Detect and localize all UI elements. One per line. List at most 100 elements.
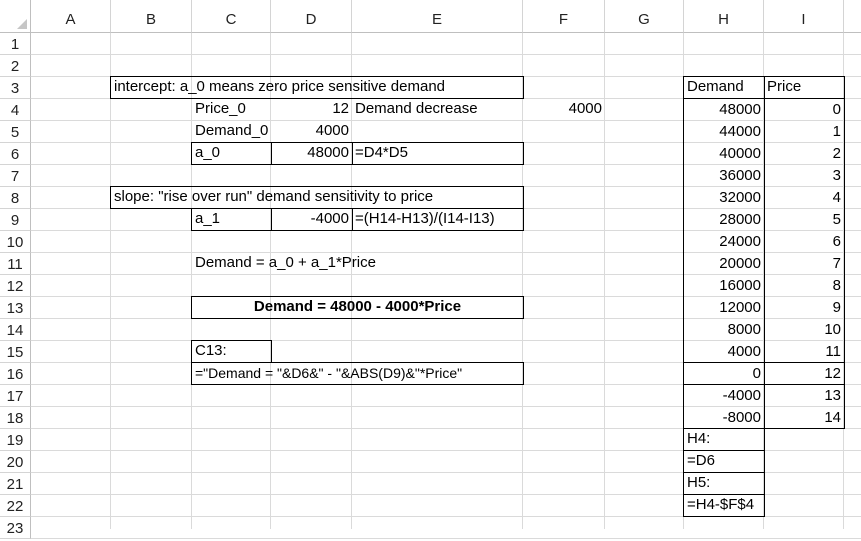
cell-C11-equation-general[interactable]: Demand = a_0 + a_1*Price: [195, 254, 376, 271]
gridline-horizontal: [31, 516, 861, 517]
row-header-14[interactable]: 14: [0, 319, 31, 341]
table-price-cell[interactable]: 13: [824, 387, 841, 404]
cell-E9-a1-formula[interactable]: =(H14-H13)/(I14-I13): [355, 210, 495, 227]
gridline-horizontal: [31, 450, 861, 451]
table-demand-cell[interactable]: 24000: [719, 233, 761, 250]
table-demand-cell[interactable]: 16000: [719, 277, 761, 294]
row-header-6[interactable]: 6: [0, 143, 31, 165]
table-demand-cell[interactable]: -4000: [722, 387, 761, 404]
row-header-20[interactable]: 20: [0, 451, 31, 473]
cell-C9-a1-label[interactable]: a_1: [195, 210, 221, 227]
table-price-cell[interactable]: 0: [832, 101, 841, 118]
table-price-cell[interactable]: 4: [832, 189, 841, 206]
gridline-vertical: [843, 33, 844, 529]
gridline-horizontal: [31, 538, 861, 539]
table-price-cell[interactable]: 3: [832, 167, 841, 184]
cell-C4-price0-label[interactable]: Price_0: [195, 100, 246, 117]
table-demand-cell[interactable]: 0: [752, 365, 761, 382]
cell-C6-a0-label[interactable]: a_0: [195, 144, 221, 161]
column-header-F[interactable]: F: [523, 0, 605, 33]
cell-D5-demand0-value[interactable]: 4000: [315, 122, 349, 139]
cell-C16-c13-formula[interactable]: ="Demand = "&D6&" - "&ABS(D9)&"*Price": [195, 365, 463, 381]
column-header-G[interactable]: G: [605, 0, 684, 33]
cell-H22-h5-formula[interactable]: =H4-$F$4: [687, 496, 755, 513]
cell-D4-price0-value[interactable]: 12: [332, 100, 349, 117]
table-demand-cell[interactable]: 44000: [719, 123, 761, 140]
table-price-cell[interactable]: 8: [832, 277, 841, 294]
cell-C13-equation-result[interactable]: Demand = 48000 - 4000*Price: [253, 298, 462, 315]
table-demand-cell[interactable]: 40000: [719, 145, 761, 162]
select-all-triangle-icon: [17, 19, 27, 29]
cell-B8-slope-heading[interactable]: slope: "rise over run" demand sensitivit…: [114, 188, 434, 205]
table-price-cell[interactable]: 10: [824, 321, 841, 338]
row-header-16[interactable]: 16: [0, 363, 31, 385]
row-header-1[interactable]: 1: [0, 33, 31, 55]
table-price-cell[interactable]: 2: [832, 145, 841, 162]
row-header-15[interactable]: 15: [0, 341, 31, 363]
cell-D6-a0-value[interactable]: 48000: [307, 144, 349, 161]
table-price-cell[interactable]: 12: [824, 365, 841, 382]
row-header-22[interactable]: 22: [0, 495, 31, 517]
row-header-18[interactable]: 18: [0, 407, 31, 429]
table-demand-cell[interactable]: 48000: [719, 101, 761, 118]
column-header-H[interactable]: H: [684, 0, 764, 33]
table-price-cell[interactable]: 11: [825, 343, 841, 360]
table-demand-cell[interactable]: -8000: [722, 409, 761, 426]
gridline-vertical: [604, 33, 605, 529]
column-header-B[interactable]: B: [111, 0, 192, 33]
table-price-cell[interactable]: 7: [832, 255, 841, 272]
row-header-5[interactable]: 5: [0, 121, 31, 143]
cell-F4-demand-decrease-value[interactable]: 4000: [568, 100, 602, 117]
row-header-11[interactable]: 11: [0, 253, 31, 275]
cell-D9-a1-value[interactable]: -4000: [310, 210, 349, 227]
row-header-19[interactable]: 19: [0, 429, 31, 451]
cell-C5-demand0-label[interactable]: Demand_0: [195, 122, 269, 139]
gridline-vertical: [351, 33, 352, 529]
gridline-horizontal: [31, 340, 861, 341]
cell-E4-demand-decrease-label[interactable]: Demand decrease: [355, 100, 478, 117]
column-header-C[interactable]: C: [192, 0, 271, 33]
table-price-cell[interactable]: 6: [832, 233, 841, 250]
row-header-2[interactable]: 2: [0, 55, 31, 77]
cell-H20-h4-formula[interactable]: =D6: [687, 452, 715, 469]
table-price-cell[interactable]: 5: [832, 211, 841, 228]
gridline-horizontal: [31, 472, 861, 473]
column-header-A[interactable]: A: [31, 0, 111, 33]
table-price-cell[interactable]: 9: [832, 299, 841, 316]
cell-B3-intercept-heading[interactable]: intercept: a_0 means zero price sensitiv…: [114, 78, 446, 95]
row-header-21[interactable]: 21: [0, 473, 31, 495]
table-price-cell[interactable]: 14: [824, 409, 841, 426]
cell-H3-demand-header[interactable]: Demand: [687, 78, 744, 95]
row-header-12[interactable]: 12: [0, 275, 31, 297]
row-header-13[interactable]: 13: [0, 297, 31, 319]
select-all-corner[interactable]: [0, 0, 31, 33]
cell-I3-price-header[interactable]: Price: [767, 78, 802, 95]
table-price-cell[interactable]: 1: [832, 123, 841, 140]
row-header-10[interactable]: 10: [0, 231, 31, 253]
cell-E6-a0-formula[interactable]: =D4*D5: [355, 144, 408, 161]
row-header-3[interactable]: 3: [0, 77, 31, 99]
column-header-I[interactable]: I: [764, 0, 844, 33]
gridline-horizontal: [31, 428, 861, 429]
row-header-23[interactable]: 23: [0, 517, 31, 539]
table-demand-cell[interactable]: 4000: [727, 343, 761, 360]
column-header-E[interactable]: E: [352, 0, 523, 33]
row-header-8[interactable]: 8: [0, 187, 31, 209]
table-demand-cell[interactable]: 20000: [719, 255, 761, 272]
row-header-4[interactable]: 4: [0, 99, 31, 121]
cell-H21-h5-label[interactable]: H5:: [687, 474, 711, 491]
table-demand-cell[interactable]: 32000: [719, 189, 761, 206]
table-demand-cell[interactable]: 8000: [727, 321, 761, 338]
cell-C15-c13-label[interactable]: C13:: [195, 342, 227, 359]
table-demand-cell[interactable]: 12000: [719, 299, 761, 316]
row-header-9[interactable]: 9: [0, 209, 31, 231]
table-demand-cell[interactable]: 28000: [719, 211, 761, 228]
row-header-7[interactable]: 7: [0, 165, 31, 187]
table-demand-cell[interactable]: 36000: [719, 167, 761, 184]
gridline-horizontal: [31, 494, 861, 495]
column-header-D[interactable]: D: [271, 0, 352, 33]
row-header-17[interactable]: 17: [0, 385, 31, 407]
cell-H19-h4-label[interactable]: H4:: [687, 430, 711, 447]
column-header-filler: [844, 0, 861, 33]
